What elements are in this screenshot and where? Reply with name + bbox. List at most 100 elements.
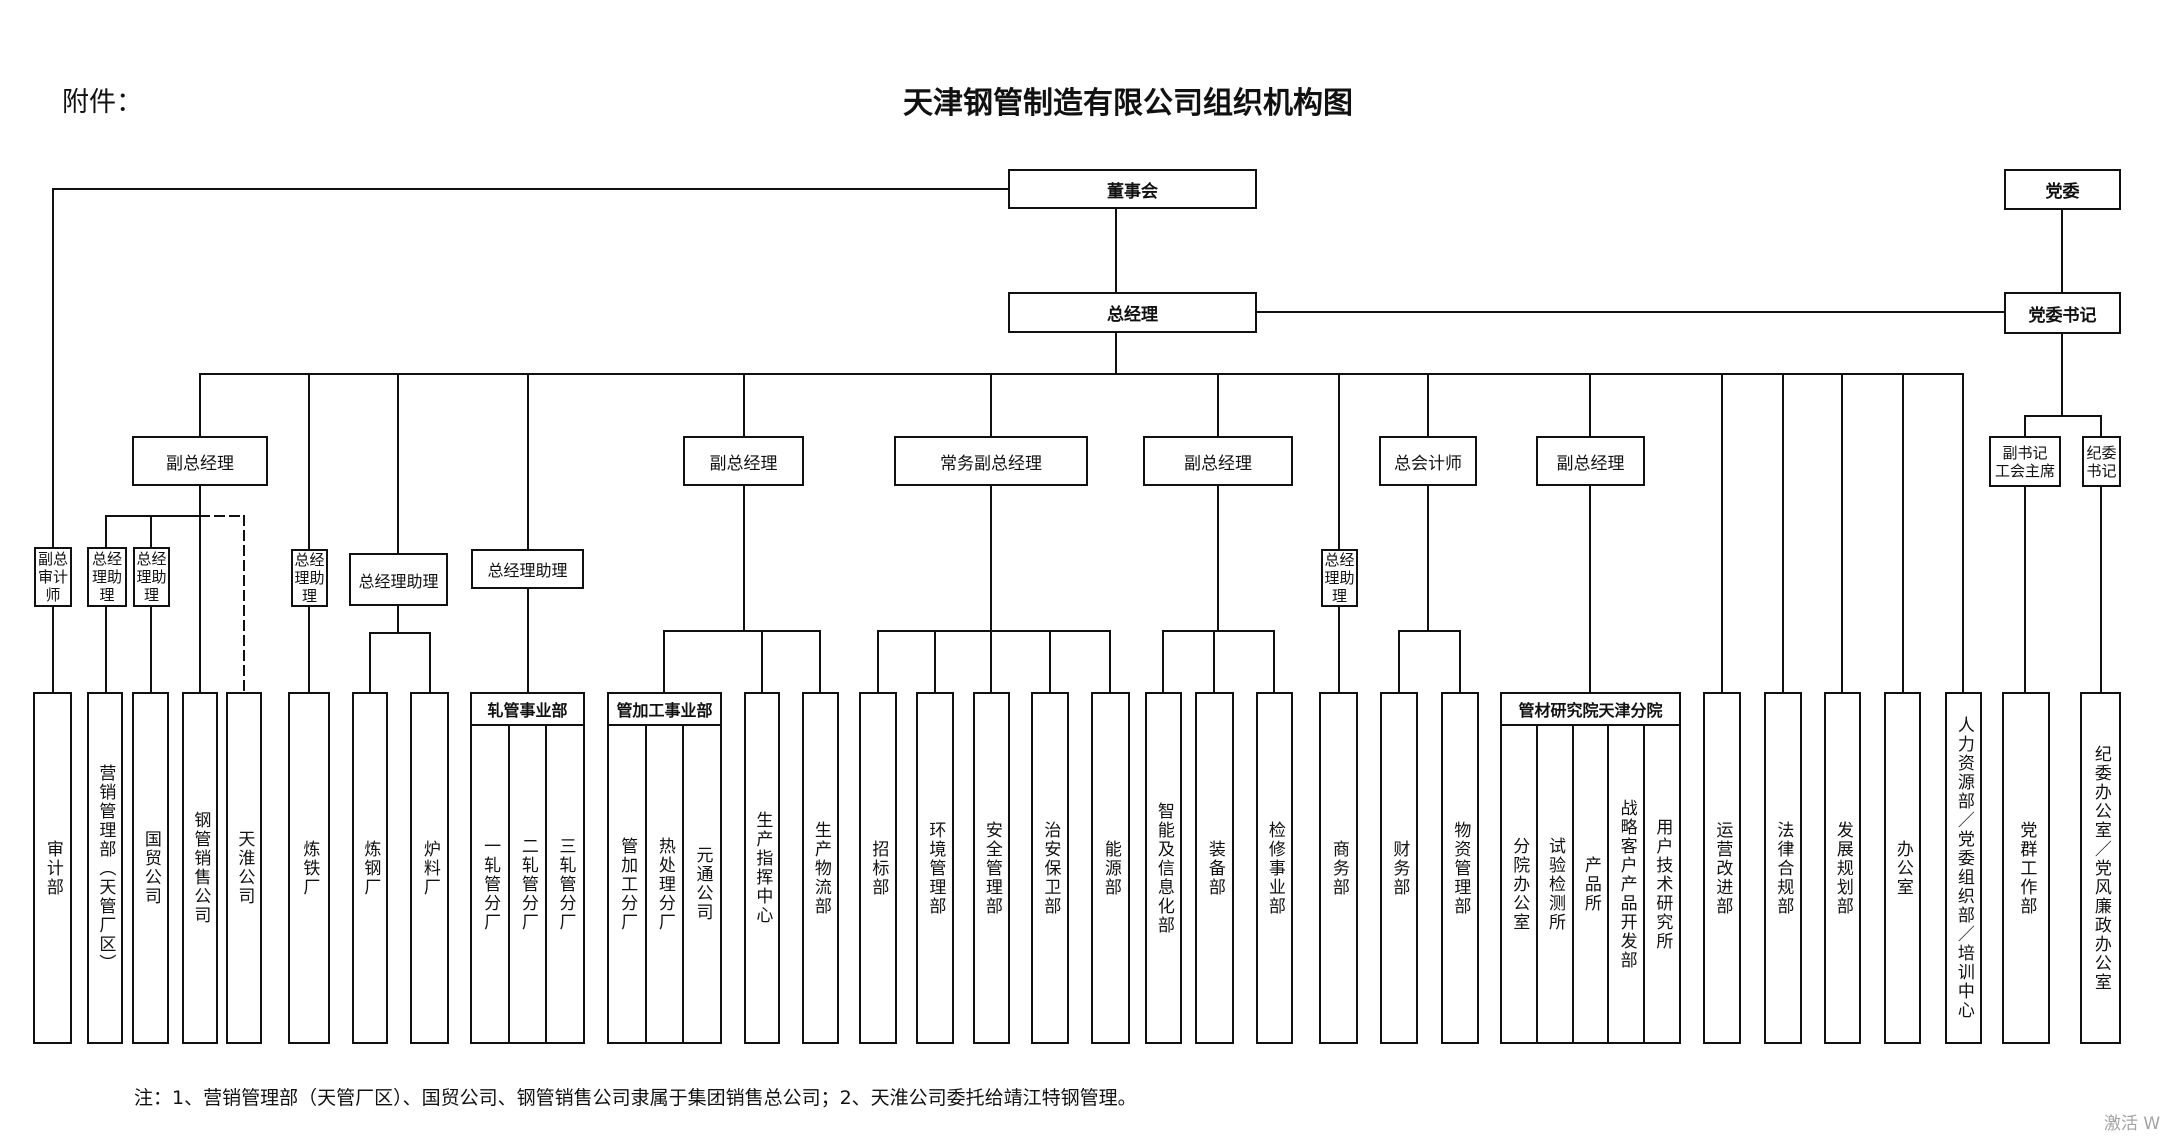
public-security-department: 治安保卫部 [1031,692,1069,1044]
materials-management-department-label: 物资管理部 [1450,820,1471,916]
testing-inspection-lab-label: 试验检测所 [1545,836,1566,932]
gm-assistant-commerce-box: 总经理助理 [1321,549,1358,607]
deputy-gm-research-label: 副总经理 [1556,453,1625,474]
gm-assistant-marketing-label: 总经理助理 [91,550,122,604]
deputy-party-secretary-label: 副书记 工会主席 [1994,443,2055,480]
audit-department-label: 审计部 [42,839,63,897]
marketing-management-department-label: 营销管理部（天管厂区） [95,763,116,973]
hr-organization-training-department: 人力资源部／党委组织部／培训中心 [1945,692,1982,1044]
rolling-plant-3-label: 三轧管分厂 [555,836,576,932]
hr-organization-training-department-label: 人力资源部／党委组织部／培训中心 [1953,716,1974,1020]
footnote: 注：1、营销管理部（天管厂区）、国贸公司、钢管销售公司隶属于集团销售总公司；2、… [134,1087,1137,1109]
pipe-processing-division: 管加工事业部管加工分厂热处理分厂元通公司 [607,692,722,1044]
ironmaking-plant-label: 炼铁厂 [299,839,320,897]
yuantong-company-label: 元通公司 [692,846,713,922]
pipe-processing-plant: 管加工分厂 [609,726,645,1042]
commerce-department: 商务部 [1319,692,1358,1044]
safety-management-department-label: 安全管理部 [981,820,1002,916]
party-affairs-department: 党群工作部 [2002,692,2050,1044]
commerce-department-label: 商务部 [1328,839,1349,897]
bidding-department-label: 招标部 [868,839,889,897]
heat-treatment-plant: 热处理分厂 [644,726,683,1042]
yuantong-company: 元通公司 [682,726,720,1042]
environment-management-department-label: 环境管理部 [925,820,946,916]
charge-material-plant-label: 炉料厂 [419,839,440,897]
discipline-secretary-label: 纪委书记 [2086,443,2117,480]
safety-management-department: 安全管理部 [973,692,1010,1044]
deputy-chief-auditor-label: 副总审计师 [37,550,68,604]
public-security-department-label: 治安保卫部 [1040,820,1061,916]
product-lab: 产品所 [1571,726,1608,1042]
legal-compliance-department-label: 法律合规部 [1773,820,1794,916]
executive-deputy-gm-label: 常务副总经理 [940,453,1042,474]
development-planning-department: 发展规划部 [1824,692,1861,1044]
testing-inspection-lab: 试验检测所 [1535,726,1572,1042]
environment-management-department: 环境管理部 [916,692,954,1044]
operations-improvement-department-label: 运营改进部 [1712,820,1733,916]
gm-assistant-trade-label: 总经理助理 [136,550,167,604]
branch-office: 分院办公室 [1502,726,1536,1042]
gm-assistant-steelmaking-box: 总经理助理 [349,553,448,606]
international-trade-company: 国贸公司 [132,692,169,1044]
finance-department-label: 财务部 [1389,839,1410,897]
gm-assistant-marketing-box: 总经理助理 [87,547,127,607]
deputy-gm-production-label: 副总经理 [709,453,778,474]
party-affairs-department-label: 党群工作部 [2016,820,2037,916]
development-planning-department-label: 发展规划部 [1832,820,1853,916]
key-account-product-development-department-label: 战略客户产品开发部 [1616,798,1637,970]
rolling-plant-2: 二轧管分厂 [507,726,546,1042]
general-manager-box: 总经理 [1008,292,1257,333]
board-box: 董事会 [1008,169,1257,209]
attachment-label: 附件： [62,87,143,118]
deputy-gm-equipment-box: 副总经理 [1143,436,1293,486]
rolling-plant-1: 一轧管分厂 [472,726,508,1042]
tianhuai-company-label: 天淮公司 [234,830,255,906]
deputy-gm-equipment-label: 副总经理 [1184,453,1252,474]
discipline-inspection-office: 纪委办公室／党风廉政办公室 [2080,692,2121,1044]
party-secretary-label: 党委书记 [2028,305,2097,326]
pipe-research-institute-tianjin-branch-units: 分院办公室试验检测所产品所战略客户产品开发部用户技术研究所 [1502,726,1679,1042]
production-logistics-department: 生产物流部 [802,692,839,1044]
discipline-secretary-box: 纪委书记 [2082,436,2121,487]
general-office: 办公室 [1884,692,1921,1044]
party-committee-box: 党委 [2004,169,2121,210]
pipe-processing-division-title: 管加工事业部 [609,694,720,726]
production-command-center: 生产指挥中心 [744,692,780,1044]
deputy-gm-marketing-box: 副总经理 [132,436,268,486]
ironmaking-plant: 炼铁厂 [288,692,330,1044]
rolling-division: 轧管事业部一轧管分厂二轧管分厂三轧管分厂 [470,692,585,1044]
energy-department-label: 能源部 [1100,839,1121,897]
gm-assistant-ironmaking-box: 总经理助理 [291,549,328,607]
rolling-division-title: 轧管事业部 [472,694,583,726]
rolling-plant-3: 三轧管分厂 [545,726,583,1042]
gm-assistant-rolling-label: 总经理助理 [487,561,568,580]
product-lab-label: 产品所 [1580,855,1601,913]
finance-department: 财务部 [1380,692,1418,1044]
general-office-label: 办公室 [1892,839,1913,897]
materials-management-department: 物资管理部 [1441,692,1479,1044]
discipline-inspection-office-label: 纪委办公室／党风廉政办公室 [2090,744,2111,992]
audit-department: 审计部 [33,692,72,1044]
key-account-product-development-department: 战略客户产品开发部 [1607,726,1643,1042]
party-secretary-box: 党委书记 [2004,292,2121,334]
gm-assistant-ironmaking-label: 总经理助理 [294,551,325,605]
pipe-research-institute-tianjin-branch: 管材研究院天津分院分院办公室试验检测所产品所战略客户产品开发部用户技术研究所 [1500,692,1681,1044]
gm-assistant-rolling-box: 总经理助理 [471,549,584,589]
steelmaking-plant: 炼钢厂 [352,692,388,1044]
rolling-plant-1-label: 一轧管分厂 [480,836,501,932]
operations-improvement-department: 运营改进部 [1703,692,1741,1044]
charge-material-plant: 炉料厂 [410,692,449,1044]
activation-watermark: 激活 W [2104,1114,2161,1134]
party-committee-label: 党委 [2045,182,2080,202]
energy-department: 能源部 [1091,692,1130,1044]
equipment-department-label: 装备部 [1204,839,1225,897]
production-logistics-department-label: 生产物流部 [810,820,831,916]
deputy-gm-research-box: 副总经理 [1536,436,1645,486]
pipe-processing-division-units: 管加工分厂热处理分厂元通公司 [609,726,720,1042]
steel-pipe-sales-company: 钢管销售公司 [182,692,218,1044]
gm-assistant-trade-box: 总经理助理 [133,547,170,607]
equipment-department: 装备部 [1195,692,1234,1044]
intelligence-informatization-department: 智能及信息化部 [1145,692,1182,1044]
